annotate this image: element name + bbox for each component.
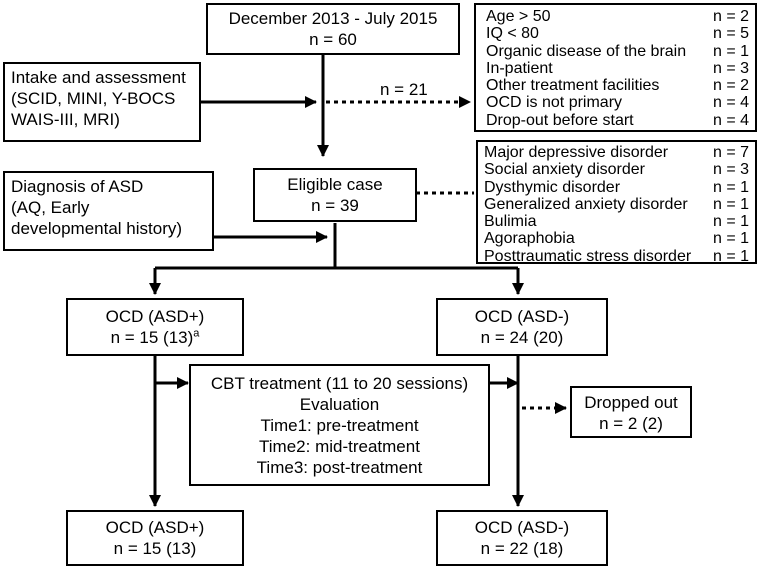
eligible-case-box: Eligible case n = 39	[253, 168, 417, 222]
ocd-asd-plus-box: OCD (ASD+) n = 15 (13)a	[66, 298, 244, 356]
final-ocd-asd-minus-box: OCD (ASD-) n = 22 (18)	[436, 510, 608, 566]
time1-label: Time1: pre-treatment	[260, 416, 419, 435]
ocd-asd-minus-box: OCD (ASD-) n = 24 (20)	[436, 298, 608, 356]
ocd-asd-minus-label: OCD (ASD-)	[474, 307, 570, 326]
final-ocd-asd-plus-box: OCD (ASD+) n = 15 (13)	[66, 510, 244, 566]
intake-label: Intake and assessment	[11, 68, 186, 87]
final-ocd-asd-plus-count: n = 15 (13)	[113, 539, 197, 558]
final-ocd-asd-minus-count: n = 22 (18)	[480, 539, 564, 558]
eligible-case-count: n = 39	[311, 196, 359, 215]
excluded-count-label: n = 21	[380, 80, 428, 99]
final-ocd-asd-plus-label: OCD (ASD+)	[105, 518, 205, 537]
asd-diagnosis-tools-1: (AQ, Early	[11, 198, 90, 217]
time2-label: Time2: mid-treatment	[259, 437, 420, 456]
cbt-treatment-box: CBT treatment (11 to 20 sessions) Evalua…	[189, 364, 490, 486]
asd-diagnosis-tools-2: developmental history)	[11, 219, 183, 238]
cbt-treatment-label: CBT treatment (11 to 20 sessions)	[210, 374, 469, 393]
ocd-asd-plus-count-row: n = 15 (13)a	[68, 327, 242, 348]
dropped-out-box: Dropped out n = 2 (2)	[570, 386, 692, 438]
dropped-out-count: n = 2 (2)	[599, 414, 663, 433]
footnote-marker: a	[193, 327, 200, 340]
evaluation-label: Evaluation	[299, 395, 380, 414]
asd-diagnosis-box: Diagnosis of ASD (AQ, Early developmenta…	[3, 171, 214, 251]
intake-assessment-box: Intake and assessment (SCID, MINI, Y-BOC…	[3, 62, 201, 142]
ocd-asd-minus-count: n = 24 (20)	[480, 328, 564, 347]
time3-label: Time3: post-treatment	[256, 458, 423, 477]
intake-tools-1: (SCID, MINI, Y-BOCS	[11, 89, 176, 108]
eligible-case-label: Eligible case	[287, 175, 383, 194]
ocd-asd-plus-count: n = 15 (13)	[110, 328, 194, 347]
enrollment-period-box: December 2013 - July 2015 n = 60	[206, 3, 460, 55]
asd-diagnosis-label: Diagnosis of ASD	[11, 177, 144, 196]
enrollment-period-label: December 2013 - July 2015	[228, 9, 438, 28]
enrollment-count: n = 60	[309, 30, 357, 49]
final-ocd-asd-minus-label: OCD (ASD-)	[474, 518, 570, 537]
ocd-asd-plus-label: OCD (ASD+)	[105, 307, 205, 326]
dropped-out-label: Dropped out	[584, 393, 678, 412]
intake-tools-2: WAIS-III, MRI)	[11, 110, 120, 129]
